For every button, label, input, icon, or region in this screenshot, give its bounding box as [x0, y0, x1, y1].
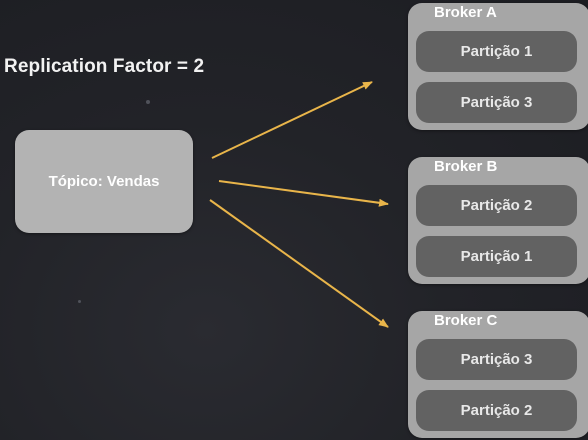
topic-label: Tópico: Vendas [48, 173, 160, 190]
partition-label: Partição 3 [460, 351, 533, 368]
broker-c-partition-2: Partição 2 [416, 390, 577, 431]
partition-label: Partição 2 [460, 402, 533, 419]
broker-a: Broker A Partição 1 Partição 3 [408, 3, 588, 130]
broker-a-label: Broker A [434, 4, 497, 21]
arrow-to-broker-c [209, 199, 389, 328]
background-speck [78, 300, 81, 303]
broker-a-partition-1: Partição 1 [416, 31, 577, 72]
background-speck [146, 100, 150, 104]
partition-label: Partição 2 [460, 197, 533, 214]
broker-c-partition-1: Partição 3 [416, 339, 577, 380]
broker-b: Broker B Partição 2 Partição 1 [408, 157, 588, 284]
arrow-to-broker-a [211, 81, 373, 159]
broker-b-label: Broker B [434, 158, 498, 175]
partition-label: Partição 1 [460, 43, 533, 60]
broker-b-partition-1: Partição 2 [416, 185, 577, 226]
partition-label: Partição 1 [460, 248, 533, 265]
partition-label: Partição 3 [460, 94, 533, 111]
broker-c-label: Broker C [434, 312, 498, 329]
broker-c: Broker C Partição 3 Partição 2 [408, 311, 588, 438]
diagram-title: Replication Factor = 2 [4, 56, 205, 77]
topic-box: Tópico: Vendas [15, 130, 193, 233]
broker-a-partition-2: Partição 3 [416, 82, 577, 123]
arrow-to-broker-b [218, 180, 389, 207]
broker-b-partition-2: Partição 1 [416, 236, 577, 277]
